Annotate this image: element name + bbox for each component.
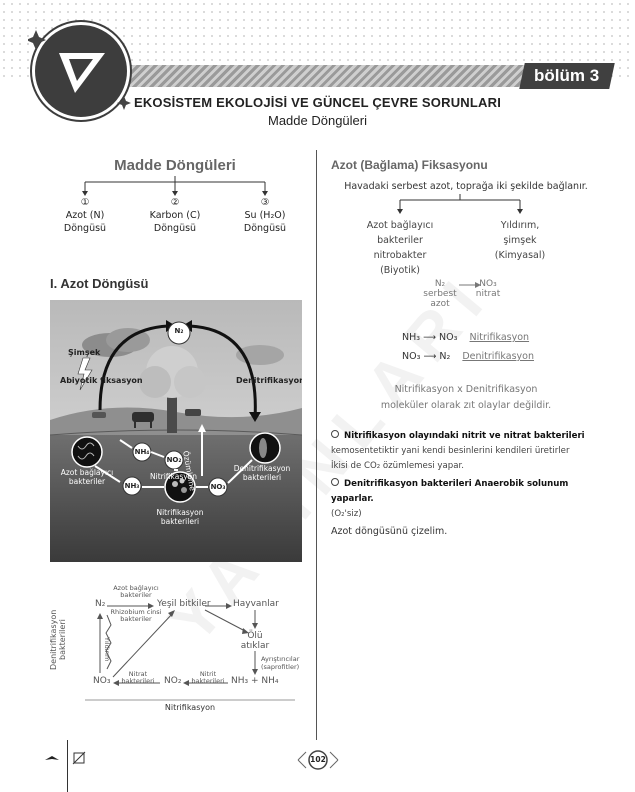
diagram-fixing-bacteria: Azot bağlayıcı bakteriler — [107, 585, 165, 599]
diagram-no3: NO₃ — [93, 676, 110, 686]
cycles-branch-lines — [50, 176, 300, 198]
bullet-nitrification: Nitrifikasyon olayındaki nitrit ve nitra… — [331, 429, 599, 474]
nitrogen-cycle-diagram: N₂ Azot bağlayıcı bakteriler Rhizobium c… — [45, 585, 310, 715]
bullet-denitrification: Denitrifikasyon bakterileri Anaerobik so… — [331, 477, 599, 522]
diagram-nh3-nh4: NH₃ + NH₄ — [231, 676, 278, 686]
cycle-nitrogen: ① Azot (N) Döngüsü — [55, 196, 115, 235]
cycles-heading: Madde Döngüleri — [50, 157, 300, 174]
page-title: EKOSİSTEM EKOLOJİSİ VE GÜNCEL ÇEVRE SORU… — [0, 95, 635, 110]
cycle-water: ③ Su (H₂O) Döngüsü — [235, 196, 295, 235]
cycle-carbon: ② Karbon (C) Döngüsü — [140, 196, 210, 235]
diagram-rhizobium: Rhizobium cinsi bakteriler — [107, 609, 165, 623]
fixation-heading: Azot (Bağlama) Fiksasyonu — [331, 158, 488, 172]
no-copy-icon — [72, 751, 86, 765]
lightning-label: Şimşek — [68, 348, 100, 357]
section-badge: bölüm 3 — [519, 63, 615, 89]
column-divider — [316, 150, 317, 740]
diagram-n2: N₂ — [95, 599, 105, 609]
denitrification-label: Denitrifikasyon — [236, 376, 302, 385]
denitrification-bacteria-label: Denitrifikasyon bakterileri — [226, 464, 298, 482]
footer-divider — [67, 740, 68, 792]
nitrogen-section-title: I. Azot Döngüsü — [50, 276, 148, 291]
diagram-lightning: Yıldırım — [103, 637, 111, 661]
no3-label: NO₃ — [208, 483, 228, 491]
note-line-1: Nitrifikasyon x Denitrifikasyon — [331, 384, 601, 395]
bird-icon — [44, 752, 60, 766]
bullet-icon — [331, 478, 339, 486]
page-subtitle: Madde Döngüleri — [0, 113, 635, 128]
fixation-intro: Havadaki serbest azot, toprağa iki şekil… — [331, 181, 601, 192]
biotic-branch: Azot bağlayıcı bakteriler nitrobakter (B… — [355, 218, 445, 278]
nitrification-bacteria-label: Nitrifikasyon bakterileri — [142, 508, 218, 526]
fixation-branch-lines — [360, 194, 560, 216]
chemical-branch: Yıldırım, şimşek (Kimyasal) — [475, 218, 565, 263]
note-line-2: moleküler olarak zıt olaylar değildir. — [331, 400, 601, 411]
diagram-animals: Hayvanlar — [233, 599, 279, 609]
diagram-green-plants: Yeşil bitkiler — [157, 599, 211, 609]
no2-label: NO₂ — [164, 456, 184, 464]
bullet-icon — [331, 430, 339, 438]
n2-label: N₂ — [169, 327, 189, 335]
equation-nitrification: NH₃ ⟶ NO₃ Nitrifikasyon — [402, 332, 529, 343]
fixing-bacteria-label: Azot bağlayıcı bakteriler — [52, 468, 122, 486]
page-number: 102 — [308, 755, 328, 764]
nitrogen-cycle-illustration: N₂ Şimşek Abiyotik fiksasyon Denitrifika… — [50, 300, 302, 562]
nitrification-label: Nitrifikasyon — [150, 472, 197, 481]
diagram-nitrite-bacteria: Nitrit bakterileri — [188, 671, 228, 685]
diagram-nitrate-bacteria: Nitrat bakterileri — [117, 671, 159, 685]
nh3-label: NH₃ — [122, 482, 142, 490]
n2-free-label: N₂ serbest azot — [420, 279, 460, 309]
diagram-no2: NO₂ — [164, 676, 181, 686]
no3-nitrate-label: NO₃ nitrat — [468, 279, 508, 299]
abiotic-fixation-label: Abiyotik fiksasyon — [60, 376, 143, 385]
nh4-label: NH₄ — [132, 448, 152, 456]
diagram-decomposers: Ayrıştırıcılar (saprofitler) — [261, 655, 311, 671]
diagram-dead-matter: Ölü atıklar — [235, 631, 275, 651]
equation-denitrification: NO₃ ⟶ N₂ Denitrifikasyon — [402, 351, 534, 362]
draw-prompt: Azot döngüsünü çizelim. — [331, 526, 447, 537]
diagram-nitrification: Nitrifikasyon — [135, 703, 245, 712]
diagram-denit-bacteria: Denitrifikasyon bakterileri — [49, 595, 79, 685]
